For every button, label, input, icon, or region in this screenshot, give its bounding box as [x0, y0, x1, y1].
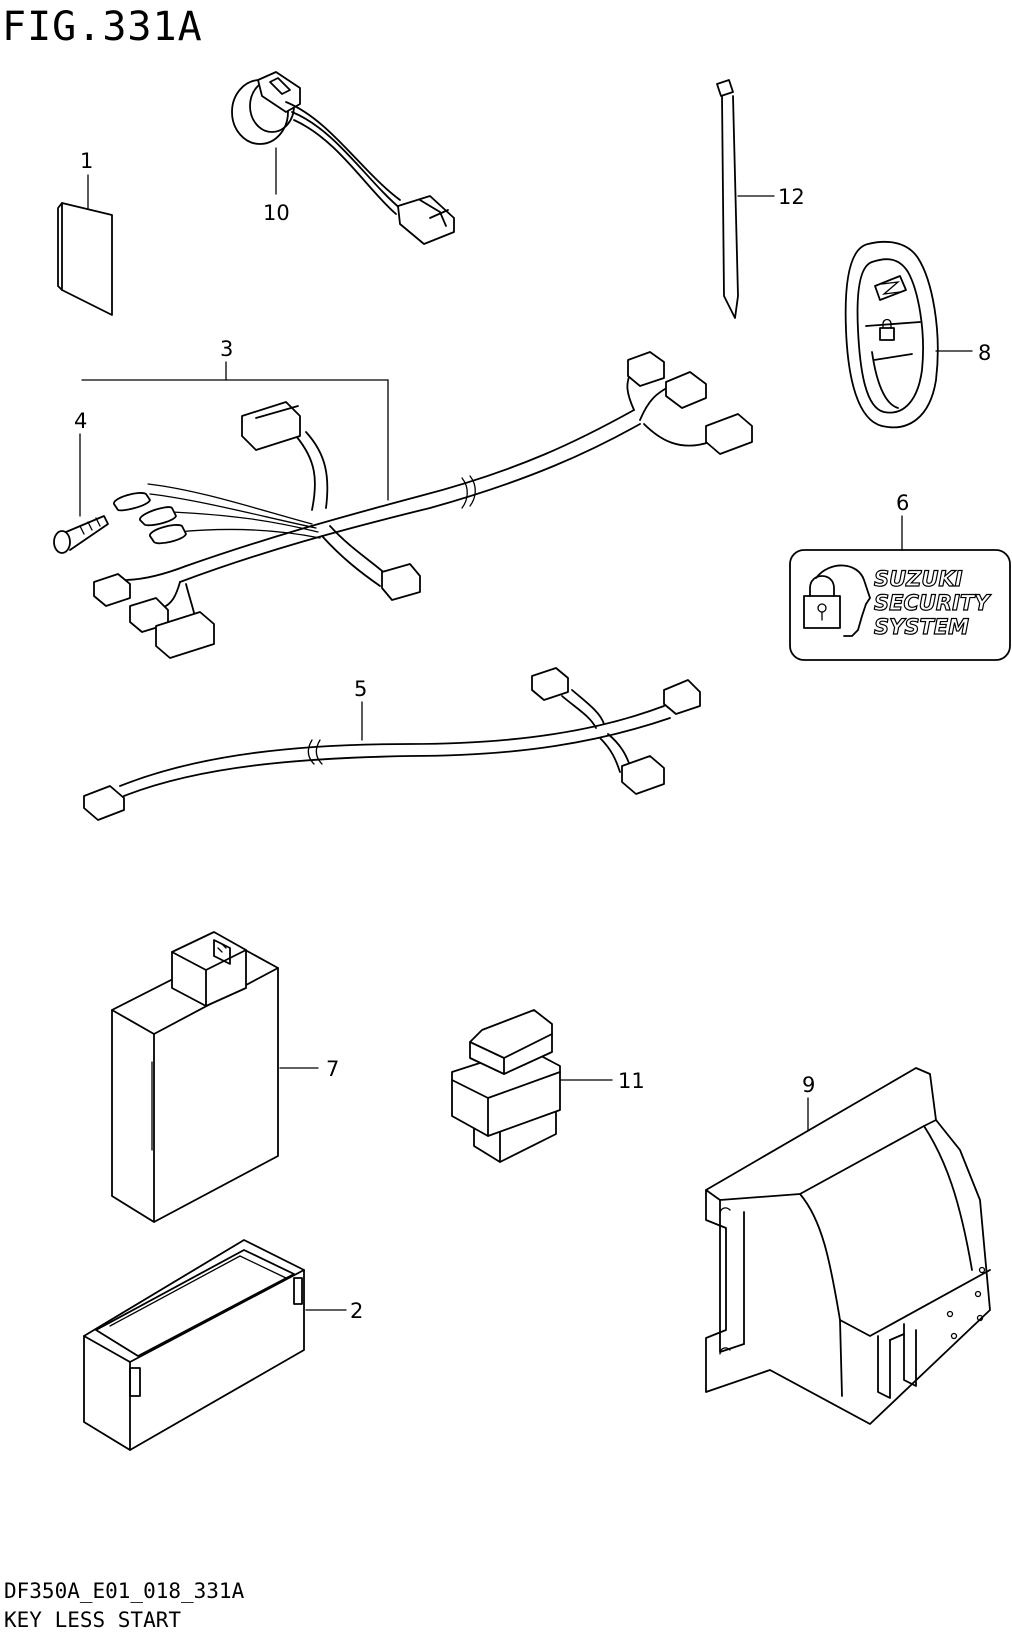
callout-3: 3: [220, 337, 233, 361]
callout-10: 10: [263, 201, 290, 225]
suzuki-s-logo-icon: [874, 275, 907, 301]
part-1-card: 1: [57, 149, 113, 316]
part-6-security-label: 6 SUZUKI SECURITY SYSTEM: [789, 491, 1011, 661]
label-line-2: SECURITY: [874, 591, 991, 615]
part-11-switch: 11: [451, 1009, 645, 1163]
callout-1: 1: [80, 149, 93, 173]
figure-code: DF350A_E01_018_331A: [4, 1579, 245, 1603]
figure-title: FIG.331A: [2, 4, 203, 50]
label-line-1: SUZUKI: [874, 567, 963, 591]
callout-12: 12: [778, 185, 805, 209]
part-3-main-harness: 3: [81, 337, 753, 659]
callout-11: 11: [618, 1069, 645, 1093]
part-8-key-fob: 8: [844, 241, 991, 429]
callout-7: 7: [326, 1057, 339, 1081]
callout-2: 2: [350, 1299, 363, 1323]
callout-5: 5: [354, 677, 367, 701]
part-10-sensor-harness: 10: [231, 71, 455, 245]
part-12-cable-tie: 12: [716, 79, 805, 319]
callout-9: 9: [802, 1073, 815, 1097]
part-4-bolt: 4: [53, 409, 109, 554]
callout-4: 4: [74, 409, 87, 433]
part-9-bracket: 9: [705, 1067, 991, 1425]
label-line-3: SYSTEM: [874, 615, 969, 639]
padlock-icon: [803, 564, 871, 637]
callout-8: 8: [978, 341, 991, 365]
part-5-sub-harness: 5: [83, 667, 701, 821]
figure-name: KEY LESS START: [4, 1608, 182, 1632]
part-7-control-module: 7: [111, 931, 339, 1223]
key-fob-lock-icon: [879, 318, 895, 341]
callout-6: 6: [896, 491, 909, 515]
part-2-holder: 2: [83, 1239, 363, 1451]
